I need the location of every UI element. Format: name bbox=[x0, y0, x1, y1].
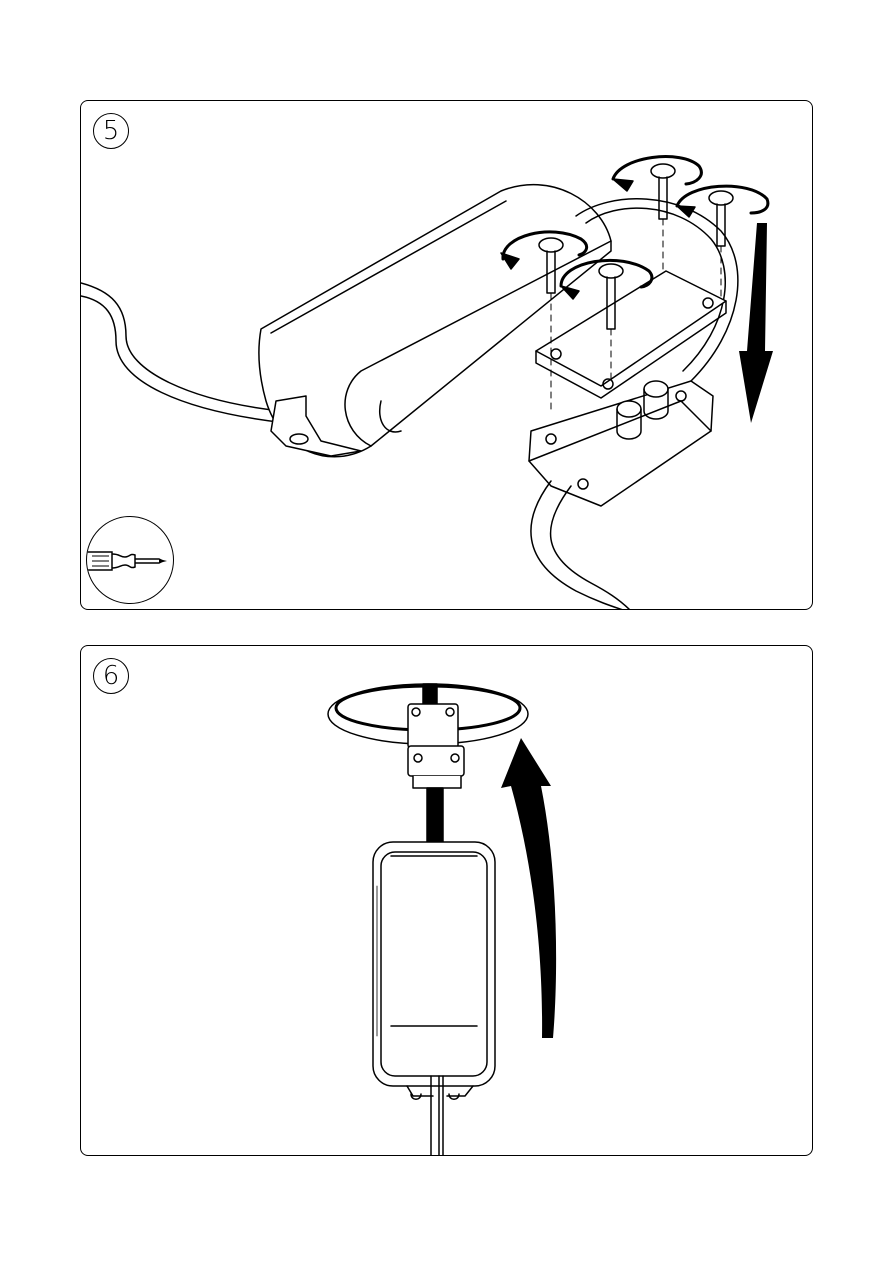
led-driver bbox=[373, 842, 495, 1099]
step-number-badge: 5 bbox=[93, 113, 129, 149]
terminal-block bbox=[408, 704, 464, 788]
step-5-panel: 5 bbox=[80, 100, 813, 610]
step-6-panel: 6 bbox=[80, 645, 813, 1156]
down-arrow bbox=[739, 223, 773, 423]
driver-housing bbox=[259, 185, 611, 457]
terminal-block-base bbox=[529, 381, 713, 506]
step-5-illustration bbox=[81, 101, 813, 610]
screwdriver-icon bbox=[86, 516, 174, 604]
step-number-badge: 6 bbox=[93, 658, 129, 694]
mains-cable bbox=[531, 481, 626, 610]
screw-4 bbox=[677, 186, 768, 246]
up-arrow bbox=[501, 738, 556, 1038]
step-6-illustration bbox=[81, 646, 813, 1156]
